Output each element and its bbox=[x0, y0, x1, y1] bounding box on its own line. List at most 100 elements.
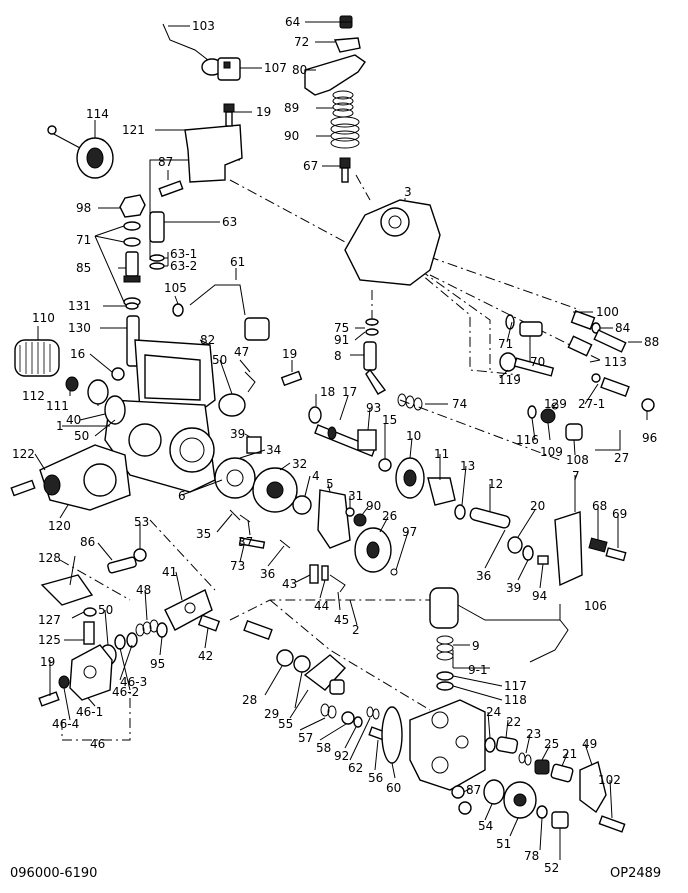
callout-51: 51 bbox=[496, 837, 511, 851]
callout-71-right: 71 bbox=[498, 337, 513, 351]
part-12-plunger bbox=[469, 507, 511, 529]
callout-20: 20 bbox=[530, 499, 545, 513]
callout-19-top: 19 bbox=[256, 105, 271, 119]
callout-32: 32 bbox=[292, 457, 307, 471]
part-73-bolt bbox=[238, 537, 266, 549]
part-89-spring bbox=[332, 90, 354, 118]
part-4-bearing bbox=[292, 495, 312, 515]
callout-44: 44 bbox=[314, 599, 329, 613]
part-41-sleeve bbox=[164, 589, 213, 631]
callout-90-mid: 90 bbox=[366, 499, 381, 513]
callout-54: 54 bbox=[478, 819, 493, 833]
part-91-washer bbox=[365, 328, 379, 336]
part-71-washers bbox=[123, 221, 141, 307]
callout-63-1: 63-1 bbox=[170, 247, 197, 261]
callout-120: 120 bbox=[48, 519, 71, 533]
part-68-spring bbox=[588, 537, 608, 553]
part-53-washer bbox=[133, 548, 147, 562]
part-19-screw-top bbox=[223, 103, 235, 127]
part-46-1-housing bbox=[69, 644, 113, 701]
callout-90: 90 bbox=[284, 129, 299, 143]
callout-52: 52 bbox=[544, 861, 559, 875]
part-60-seal bbox=[381, 706, 403, 764]
callout-93: 93 bbox=[366, 401, 381, 415]
callout-80: 80 bbox=[292, 63, 307, 77]
part-39-shim bbox=[522, 545, 534, 561]
part-117-ring bbox=[436, 671, 454, 681]
callout-96: 96 bbox=[642, 431, 657, 445]
callout-129: 129 bbox=[544, 397, 567, 411]
callout-27: 27 bbox=[614, 451, 629, 465]
part-28-bolt bbox=[243, 619, 273, 641]
callout-37: 37 bbox=[238, 535, 253, 549]
callout-72: 72 bbox=[294, 35, 309, 49]
callout-61: 61 bbox=[230, 255, 245, 269]
callout-60: 60 bbox=[386, 781, 401, 795]
part-28-washer bbox=[276, 649, 294, 667]
diagram-part-number: 096000-6190 bbox=[10, 866, 97, 881]
callout-69: 69 bbox=[612, 507, 627, 521]
callout-75: 75 bbox=[334, 321, 349, 335]
callout-46: 46 bbox=[90, 737, 105, 751]
part-27-1-washer bbox=[591, 373, 601, 383]
part-69-screw bbox=[605, 547, 627, 562]
callout-68: 68 bbox=[592, 499, 607, 513]
callout-46-4: 46-4 bbox=[52, 717, 79, 731]
callout-4: 4 bbox=[312, 469, 320, 483]
callout-84: 84 bbox=[615, 321, 630, 335]
callout-127: 127 bbox=[38, 613, 61, 627]
callout-100: 100 bbox=[596, 305, 619, 319]
callout-labels: 103 64 72 107 80 114 19 121 89 90 87 67 … bbox=[12, 15, 659, 875]
part-92-ring bbox=[353, 716, 363, 728]
part-11-block bbox=[427, 477, 456, 506]
part-54-oring bbox=[483, 779, 505, 805]
callout-39-mid: 39 bbox=[230, 427, 245, 441]
part-71-washer-b bbox=[505, 314, 515, 330]
callout-25: 25 bbox=[544, 737, 559, 751]
part-25-holder bbox=[534, 759, 550, 775]
callout-12: 12 bbox=[488, 477, 503, 491]
part-121-bracket bbox=[184, 124, 243, 183]
callout-121: 121 bbox=[122, 123, 145, 137]
callout-39-right: 39 bbox=[506, 581, 521, 595]
callout-106: 106 bbox=[584, 599, 607, 613]
part-51-cover bbox=[503, 781, 537, 819]
part-23-spring bbox=[518, 752, 532, 766]
part-112-nut bbox=[65, 376, 79, 392]
callout-43: 43 bbox=[282, 577, 297, 591]
part-127-washer bbox=[83, 607, 97, 617]
callout-3: 3 bbox=[404, 185, 412, 199]
part-10-feed-pump bbox=[395, 457, 425, 499]
callout-131: 131 bbox=[68, 299, 91, 313]
callout-34: 34 bbox=[266, 443, 281, 457]
callout-42: 42 bbox=[198, 649, 213, 663]
callout-114: 114 bbox=[86, 107, 109, 121]
part-46-2-washer bbox=[114, 634, 126, 650]
callout-95: 95 bbox=[150, 657, 165, 671]
part-102-screw bbox=[598, 815, 626, 833]
part-19-screw-mid bbox=[280, 370, 303, 387]
part-16-nut bbox=[111, 367, 125, 381]
callout-112: 112 bbox=[22, 389, 45, 403]
part-119-bolt bbox=[499, 352, 555, 377]
callout-98: 98 bbox=[76, 201, 91, 215]
part-19-screw-low bbox=[38, 691, 60, 707]
callout-97: 97 bbox=[402, 525, 417, 539]
callout-9: 9 bbox=[472, 639, 480, 653]
part-39-plate bbox=[246, 436, 262, 454]
part-107-sensor bbox=[201, 57, 241, 81]
callout-117: 117 bbox=[504, 679, 527, 693]
part-110-knob bbox=[14, 339, 60, 377]
callout-5: 5 bbox=[326, 477, 334, 491]
part-22-valve bbox=[495, 736, 519, 754]
part-35-pin bbox=[229, 509, 241, 521]
part-95-washer bbox=[156, 622, 168, 638]
callout-47: 47 bbox=[234, 345, 249, 359]
callout-2: 2 bbox=[352, 623, 360, 637]
callout-35: 35 bbox=[196, 527, 211, 541]
part-113-nut bbox=[567, 335, 593, 357]
part-13-washer bbox=[454, 504, 466, 520]
callout-86: 86 bbox=[80, 535, 95, 549]
callout-36-right: 36 bbox=[476, 569, 491, 583]
part-40-cover bbox=[104, 395, 126, 425]
